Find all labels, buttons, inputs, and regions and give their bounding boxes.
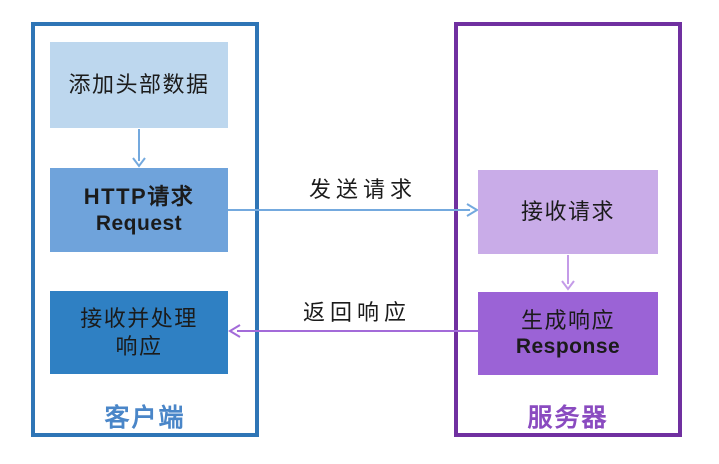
node-add-header-label: 添加头部数据 [68, 72, 210, 98]
node-add-header-data: 添加头部数据 [50, 42, 228, 128]
node-receive-process-line1: 接收并处理 [80, 306, 198, 331]
node-receive-process-response: 接收并处理 响应 [50, 291, 228, 374]
node-receive-request: 接收请求 [478, 170, 658, 254]
node-http-request-line2: Request [95, 211, 183, 235]
client-label: 客户端 [104, 404, 186, 432]
node-generate-response-line2: Response [515, 335, 621, 359]
node-generate-response: 生成响应 Response [478, 292, 658, 375]
send-request-arrow-label: 发送请求 [308, 177, 417, 202]
return-response-arrow-label: 返回响应 [302, 300, 411, 325]
node-receive-request-label: 接收请求 [520, 199, 615, 225]
node-http-request-line1: HTTP请求 [83, 184, 195, 210]
arrow-send-request [228, 203, 479, 217]
server-label: 服务器 [527, 404, 609, 432]
node-receive-process-line2: 响应 [115, 333, 163, 359]
node-http-request: HTTP请求 Request [50, 168, 228, 252]
node-generate-response-line1: 生成响应 [520, 307, 615, 333]
